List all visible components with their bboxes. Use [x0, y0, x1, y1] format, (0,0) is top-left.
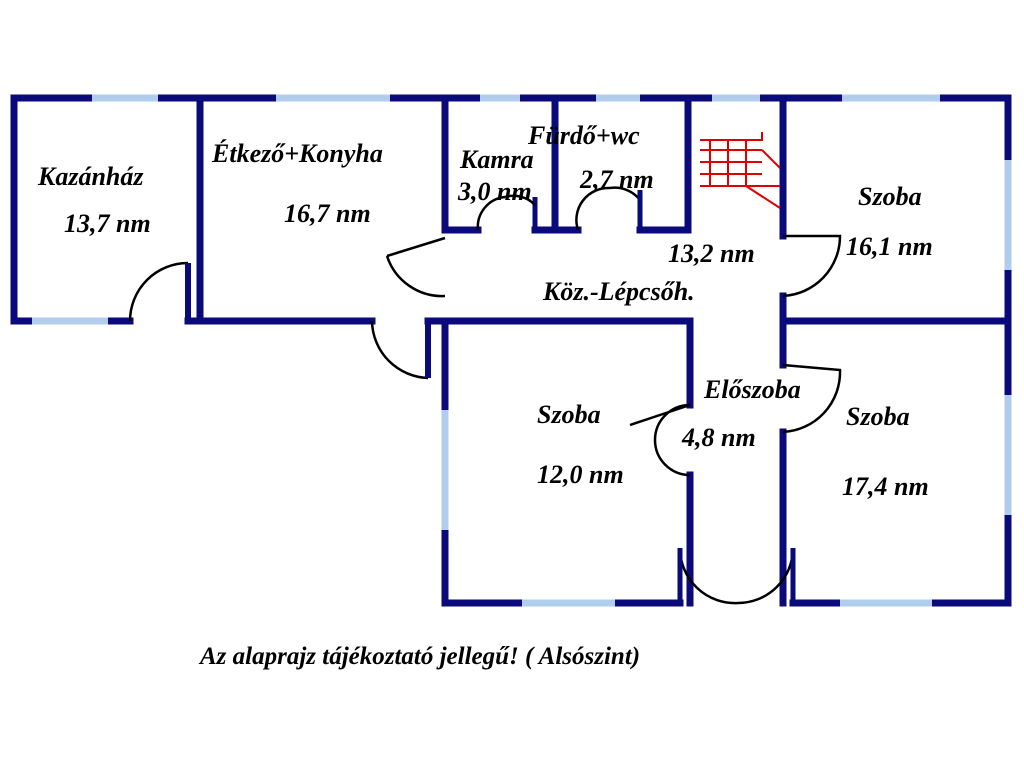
- stairs: [700, 132, 781, 209]
- room-furdo-name: Fürdő+wc: [527, 121, 640, 150]
- door-szoba-se-arc: [782, 363, 842, 434]
- door-szoba-s-arc: [653, 403, 691, 477]
- room-kazanhaz-area: 13,7 nm: [64, 209, 151, 238]
- room-kazanhaz-name: Kazánház: [37, 162, 144, 191]
- door-kamra-arc2: [504, 194, 536, 206]
- door-szoba-s-leaf: [629, 403, 691, 427]
- room-szoba-s-area: 12,0 nm: [537, 460, 624, 489]
- room-szoba-s-name: Szoba: [537, 400, 601, 429]
- door-szoba-ne-arc: [782, 234, 842, 298]
- stair-turn-1: [761, 149, 781, 169]
- room-eloszoba-area: 4,8 nm: [681, 423, 756, 452]
- stair-turn-2: [745, 185, 781, 209]
- room-furdo-area: 2,7 nm: [579, 165, 654, 194]
- room-szoba-se-area: 17,4 nm: [842, 472, 929, 501]
- room-etkezo-name: Étkező+Konyha: [211, 139, 383, 168]
- room-labels: Kazánház 13,7 nm Étkező+Konyha 16,7 nm K…: [37, 121, 933, 501]
- room-eloszoba-name: Előszoba: [703, 375, 801, 404]
- room-szoba-ne-name: Szoba: [858, 182, 922, 211]
- doors: [128, 186, 842, 605]
- room-szoba-ne-area: 16,1 nm: [846, 232, 933, 261]
- plan-caption: Az alaprajz tájékoztató jellegű! ( Alsós…: [198, 643, 640, 670]
- room-etkezo-area: 16,7 nm: [284, 199, 371, 228]
- room-kamra-area: 3,0 nm: [457, 177, 532, 206]
- room-kamra-name: Kamra: [459, 145, 534, 174]
- door-kamra-arc: [476, 195, 506, 231]
- door-kazanhaz-arc: [128, 261, 189, 322]
- door-etkezo-arc: [385, 255, 446, 298]
- room-kozlekedo-name: Köz.-Lépcsőh.: [542, 277, 695, 306]
- windows: [32, 94, 1012, 607]
- room-kozlekedo-area: 13,2 nm: [668, 239, 755, 268]
- room-szoba-se-name: Szoba: [846, 402, 910, 431]
- door-furdo-arc: [575, 186, 611, 231]
- door-etkezo-leaf: [386, 236, 446, 258]
- door-outer-arc: [370, 320, 429, 380]
- stair-rail-top: [700, 132, 763, 141]
